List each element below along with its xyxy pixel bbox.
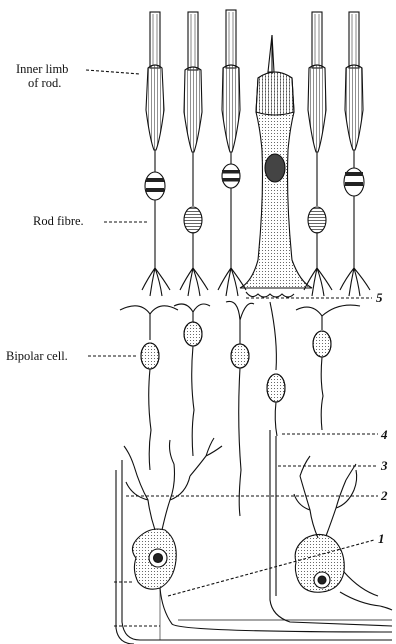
- bipolar-cell-2: [174, 304, 210, 456]
- cone-cell: [240, 35, 312, 297]
- bipolar-cell-5: [296, 305, 360, 430]
- rod-1: [142, 12, 170, 296]
- label-number-3: 3: [381, 459, 388, 473]
- label-number-5: 5: [376, 291, 383, 305]
- label-bipolar-cell: Bipolar cell.: [6, 349, 68, 363]
- rod-2: [180, 12, 208, 296]
- leader-inner-limb: [86, 70, 140, 74]
- bipolar-cell-4: [267, 302, 285, 436]
- label-of-rod: of rod.: [28, 76, 61, 90]
- rod-5: [340, 12, 370, 296]
- label-number-2: 2: [381, 489, 388, 503]
- label-rod-fibre: Rod fibre.: [33, 214, 84, 228]
- label-inner-limb: Inner limb: [16, 62, 68, 76]
- rod-3: [218, 10, 246, 296]
- label-number-4: 4: [381, 428, 388, 442]
- bipolar-cell-3: [226, 301, 254, 516]
- rod-4: [304, 12, 332, 296]
- label-number-1: 1: [378, 532, 385, 546]
- ganglion-cell-left: [124, 438, 392, 632]
